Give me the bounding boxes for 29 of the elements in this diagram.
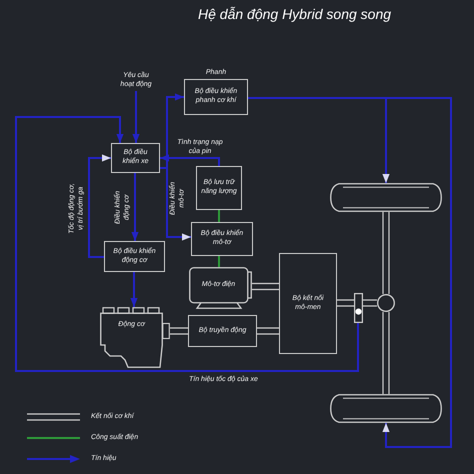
differential-hub (377, 294, 395, 312)
process-box (104, 241, 165, 272)
power-line (218, 256, 220, 267)
shaft-line (257, 327, 279, 335)
signal-arrow (131, 173, 139, 241)
signal-arrow (132, 91, 140, 143)
signal-arrow (160, 154, 220, 166)
motor-symbol (189, 267, 252, 309)
process-box (191, 222, 253, 256)
signal-arrow (130, 272, 138, 307)
shaft-line (382, 212, 390, 294)
process-box (196, 166, 242, 210)
process-box (279, 253, 337, 354)
wheel (330, 183, 442, 212)
process-box (188, 315, 257, 347)
shaft-line (337, 299, 354, 307)
signal-arrow (248, 97, 452, 448)
wheel (330, 394, 442, 423)
power-line (218, 210, 220, 222)
shaft-line (170, 327, 188, 335)
shaft-sensor-icon (354, 293, 363, 323)
signal-arrow (88, 154, 111, 258)
shaft-line (363, 299, 377, 307)
engine-symbol (100, 307, 170, 368)
process-box (111, 143, 160, 173)
shaft-line (252, 282, 279, 290)
diagram-title: Hệ dẫn động Hybrid song song (198, 6, 392, 22)
signal-arrow (15, 116, 359, 372)
shaft-line (382, 312, 390, 394)
